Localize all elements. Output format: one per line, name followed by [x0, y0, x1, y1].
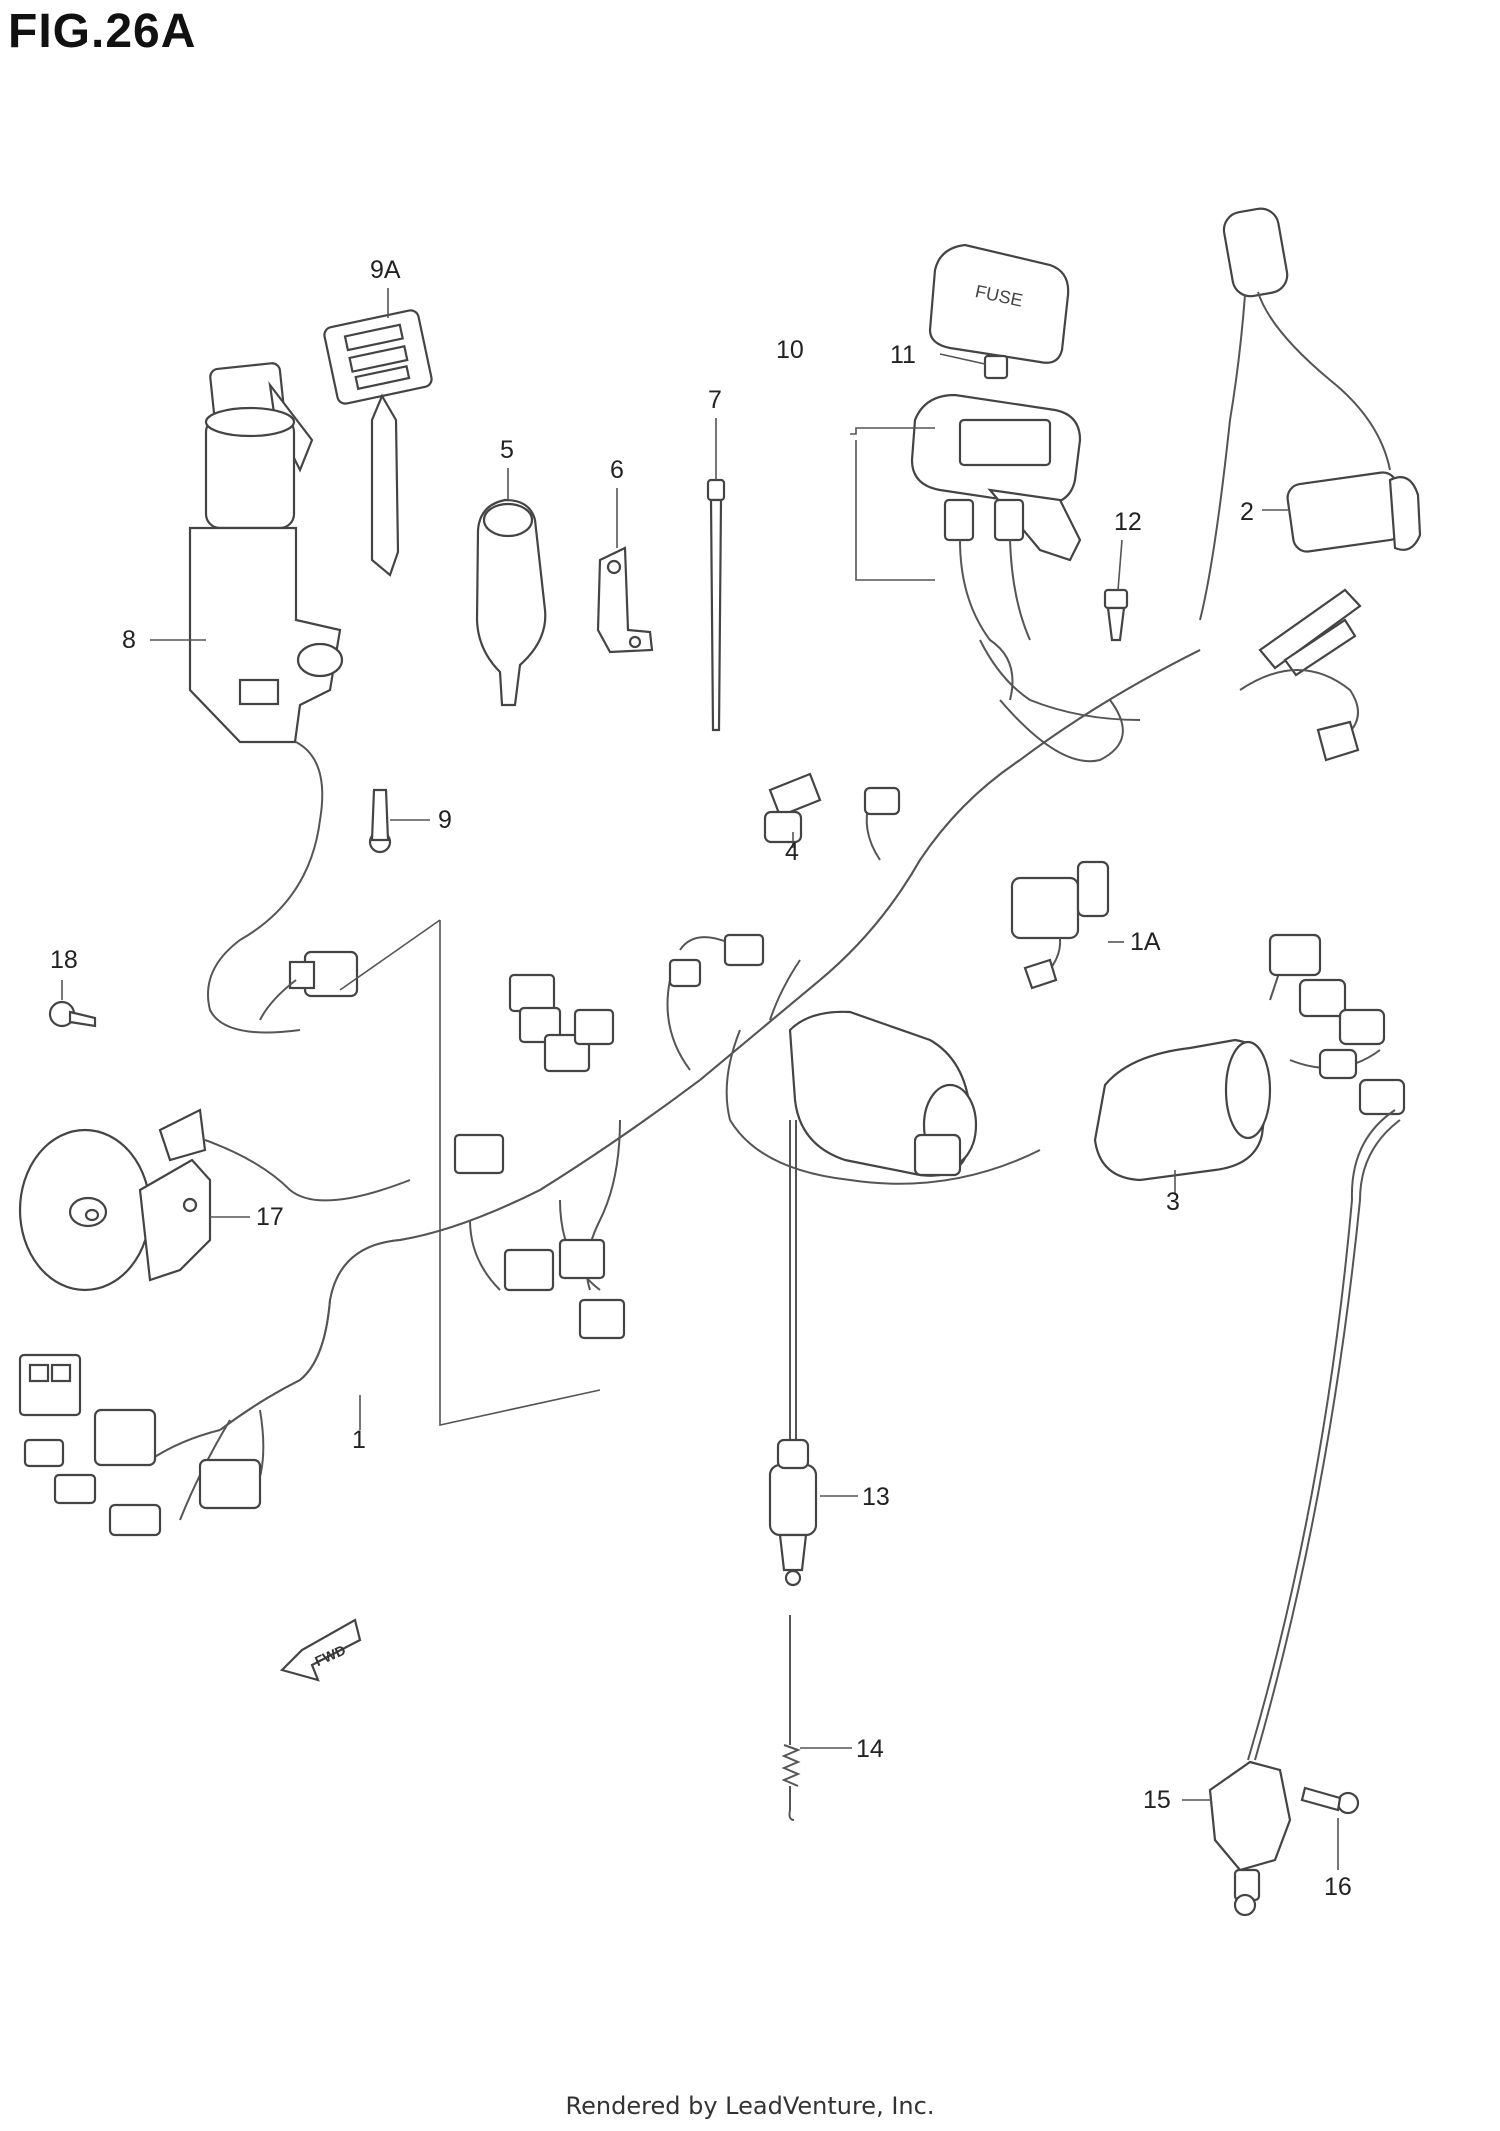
part-screw-9	[368, 788, 392, 854]
part-main-harness	[149, 639, 1201, 1521]
part-switch-13	[768, 1120, 818, 1587]
callout-12: 12	[1114, 508, 1142, 536]
fwd-arrow: FWD	[279, 1618, 362, 1682]
callout-16: 16	[1324, 1873, 1352, 1901]
callout-3: 3	[1166, 1188, 1180, 1216]
part-ignition-switch	[188, 362, 359, 1034]
part-socket-4	[763, 772, 901, 861]
connector-cluster-center	[453, 933, 765, 1340]
part-screw-18	[48, 1000, 97, 1028]
callout-18: 18	[50, 946, 78, 974]
callout-9: 9	[438, 806, 452, 834]
leader-lines	[61, 288, 1339, 1870]
part-spring	[781, 1615, 801, 1821]
callout-9a: 9A	[370, 256, 401, 284]
callout-5: 5	[500, 436, 514, 464]
part-fuse-box: FUSE	[910, 243, 1082, 701]
callout-10: 10	[776, 336, 804, 364]
part-screw-12	[1103, 588, 1129, 642]
callout-4: 4	[785, 838, 799, 866]
callout-2: 2	[1240, 498, 1254, 526]
footer-credit: Rendered by LeadVenture, Inc.	[565, 2092, 935, 2120]
callout-8: 8	[122, 626, 136, 654]
figure-title: FIG.26A	[8, 5, 197, 58]
part-horn	[18, 1108, 411, 1292]
part-switch-15	[1208, 1109, 1401, 1917]
callout-17: 17	[256, 1203, 284, 1231]
callout-14: 14	[856, 1735, 884, 1763]
connector-cluster-left	[18, 1353, 262, 1537]
callout-15: 15	[1143, 1786, 1171, 1814]
callout-6: 6	[610, 456, 624, 484]
part-ignition-coil	[788, 933, 1406, 1182]
callout-1a: 1A	[1130, 928, 1161, 956]
callout-7: 7	[708, 386, 722, 414]
part-relay-1a	[1010, 860, 1110, 990]
part-cable-tie	[706, 478, 726, 732]
callouts: 9A 5 6 7 10 11 12 2 8 9 4 1A 18 17 3 1 1…	[50, 256, 1352, 1901]
part-bracket	[596, 546, 654, 654]
part-key	[323, 309, 433, 577]
callout-11: 11	[890, 341, 916, 369]
part-relay	[1199, 207, 1422, 762]
part-cap	[475, 498, 547, 707]
callout-1: 1	[352, 1426, 366, 1454]
callout-13: 13	[862, 1483, 890, 1511]
